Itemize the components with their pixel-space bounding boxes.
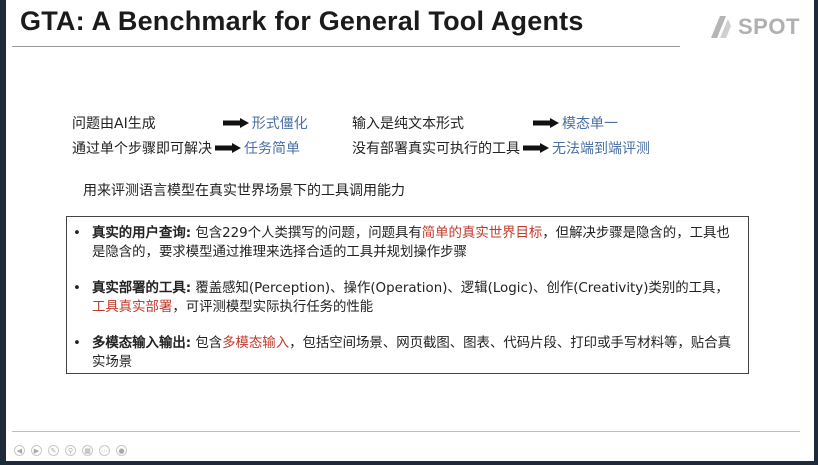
spot-logo-mark: [711, 16, 731, 38]
more-icon[interactable]: ⋯: [99, 445, 110, 456]
presentation-controls: ◀ ▶ ✎ ⚲ ▦ ⋯ ●: [14, 445, 127, 456]
bullet-text-before: 包含229个人类撰写的问题，问题具有: [191, 226, 422, 241]
grid-icon[interactable]: ▦: [82, 445, 93, 456]
bullet-dot: •: [73, 336, 81, 351]
camera-icon[interactable]: ●: [116, 445, 127, 456]
comparison-item: 问题由AI生成 形式僵化: [72, 113, 308, 133]
prev-icon[interactable]: ◀: [14, 445, 25, 456]
comparison-result: 任务简单: [244, 141, 300, 157]
thick-right-arrow-icon: [523, 143, 549, 153]
bullet-label: 真实的用户查询:: [92, 226, 192, 241]
thick-right-arrow-icon: [215, 143, 241, 153]
bullet-label: 多模态输入输出:: [92, 336, 192, 351]
summary-text: 用来评测语言模型在真实世界场景下的工具调用能力: [83, 183, 405, 199]
bullet-highlight: 多模态输入: [222, 336, 290, 351]
comparison-result: 无法端到端评测: [552, 141, 650, 157]
bullet-highlight: 简单的真实世界目标: [421, 226, 543, 241]
comparison-item: 输入是纯文本形式 模态单一: [352, 113, 618, 133]
comparison-problem: 没有部署真实可执行的工具: [352, 141, 520, 157]
bullet-text: 多模态输入输出: 包含多模态输入，包括空间场景、网页截图、图表、代码片段、打印或…: [92, 334, 738, 372]
pen-icon[interactable]: ✎: [48, 445, 59, 456]
next-icon[interactable]: ▶: [31, 445, 42, 456]
comparison-item: 通过单个步骤即可解决 任务简单: [72, 138, 300, 158]
comparison-problem: 问题由AI生成: [72, 116, 156, 132]
feature-bullet: • 多模态输入输出: 包含多模态输入，包括空间场景、网页截图、图表、代码片段、打…: [73, 334, 738, 372]
screen-frame-left: [0, 0, 6, 465]
bullet-text-after: ，可评测模型实际执行任务的性能: [172, 300, 374, 315]
features-box: • 真实的用户查询: 包含229个人类撰写的问题，问题具有简单的真实世界目标，但…: [66, 216, 749, 374]
bullet-highlight: 工具真实部署: [92, 300, 173, 315]
comparison-problem: 通过单个步骤即可解决: [72, 141, 212, 157]
screen-frame-right: [814, 0, 818, 465]
comparison-problem: 输入是纯文本形式: [352, 116, 464, 132]
slide-title: GTA: A Benchmark for General Tool Agents: [20, 6, 584, 36]
title-divider: [12, 46, 680, 47]
bullet-text: 真实部署的工具: 覆盖感知(Perception)、操作(Operation)、…: [92, 279, 738, 317]
footer-divider: [12, 431, 800, 432]
bullet-dot: •: [73, 281, 81, 296]
comparison-result: 形式僵化: [251, 116, 308, 132]
thick-right-arrow-icon: [533, 118, 559, 128]
bullet-text-before: 包含: [191, 336, 223, 351]
feature-bullet: • 真实部署的工具: 覆盖感知(Perception)、操作(Operation…: [73, 279, 738, 317]
bullet-label: 真实部署的工具:: [92, 281, 192, 296]
comparison-item: 没有部署真实可执行的工具 无法端到端评测: [352, 138, 650, 158]
feature-bullet: • 真实的用户查询: 包含229个人类撰写的问题，问题具有简单的真实世界目标，但…: [73, 224, 738, 262]
bullet-dot: •: [73, 226, 81, 241]
zoom-icon[interactable]: ⚲: [65, 445, 76, 456]
bullet-text-before: 覆盖感知(Perception)、操作(Operation)、逻辑(Logic)…: [191, 281, 729, 296]
screen-frame-bottom: [0, 461, 818, 465]
spot-logo: SPOT: [711, 13, 806, 41]
bullet-text: 真实的用户查询: 包含229个人类撰写的问题，问题具有简单的真实世界目标，但解决…: [92, 224, 738, 262]
logo-text: SPOT: [738, 14, 800, 39]
bullet-text-after: ，但解决步骤是隐含的，工具也是隐含的，要求模型通过推理来选择合适的工具并规划操作…: [92, 226, 730, 260]
thick-right-arrow-icon: [222, 118, 249, 128]
comparison-result: 模态单一: [562, 116, 618, 132]
bullet-text-after: ，包括空间场景、网页截图、图表、代码片段、打印或手写材料等，贴合真实场景: [92, 336, 731, 370]
